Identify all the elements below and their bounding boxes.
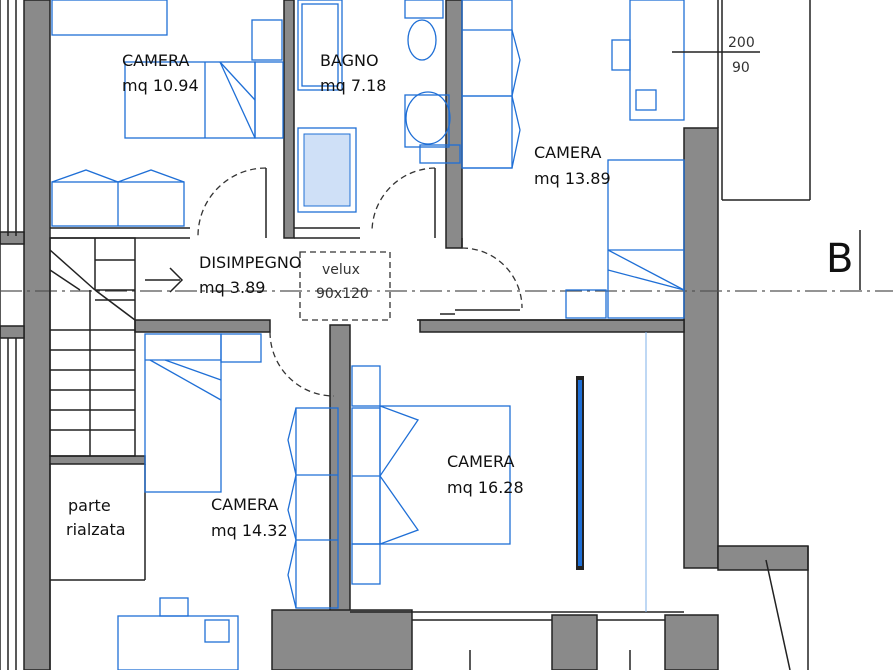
thin-lines [0,0,861,670]
wall-center-left [329,324,351,616]
wall-left-outer [23,0,51,670]
room-name-camera-bottom-left: CAMERA [211,495,279,514]
door-swing-bottom-left [269,331,335,397]
room-area-camera-center: mq 16.28 [447,478,524,497]
wall-right-ledge [717,545,809,571]
room-name-camera-center: CAMERA [447,452,515,471]
section-marker: B [826,236,853,282]
desk-bottom-left [117,615,239,670]
dimension-top: 200 [728,35,755,51]
wall-bottom-left [271,609,413,670]
desk-right [629,0,685,121]
wall-stair-bottom [49,455,146,465]
wall-right-upper [683,127,719,569]
room-name-disimpegno: DISIMPEGNO [199,253,301,272]
doors [197,167,523,397]
door-swing-right [461,247,523,309]
staircase [49,237,184,457]
wall-bagno-left [283,0,295,239]
door-swing-top-left [197,167,267,237]
velux-window [299,251,391,321]
bathtub [297,0,343,91]
wardrobe-center [295,407,339,609]
room-name-bagno: BAGNO [320,51,379,70]
door-swing-bagno [371,167,436,233]
sink [405,91,451,145]
shower-tray [297,127,357,213]
walls [0,0,809,670]
room-area-camera-top-left: mq 10.94 [122,76,199,95]
velux-size: 90x120 [316,286,369,302]
wall-center-top [419,319,685,333]
velux-label: velux [322,262,360,278]
bed-center [379,405,511,545]
bed-top-left [124,61,256,139]
bed-bottom-left [144,333,222,493]
furniture [51,0,685,670]
room-area-camera-right: mq 13.89 [534,169,611,188]
room-area-camera-bottom-left: mq 14.32 [211,521,288,540]
room-name-camera-top-left: CAMERA [122,51,190,70]
wall-corridor-mid [134,319,271,333]
room-area-bagno: mq 7.18 [320,76,386,95]
wall-left-stub [0,231,25,245]
wall-left-stub2 [0,325,25,339]
wall-bottom-right [664,614,719,670]
bed-right [607,159,685,319]
parte-rialzata-line1: parte [68,496,111,515]
room-labels: CAMERA mq 10.94 BAGNO mq 7.18 CAMERA mq … [66,51,611,540]
toilet [407,19,437,61]
parte-rialzata-line2: rialzata [66,520,126,539]
room-area-disimpegno: mq 3.89 [199,278,265,297]
wall-bottom-mid [551,614,598,670]
room-name-camera-right: CAMERA [534,143,602,162]
dimension-bottom: 90 [732,60,750,76]
